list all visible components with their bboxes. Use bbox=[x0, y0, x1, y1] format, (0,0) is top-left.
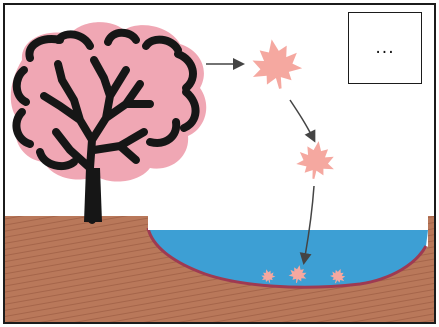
pond-surface bbox=[148, 216, 428, 230]
callout-box: ... bbox=[348, 12, 422, 84]
callout-text: ... bbox=[375, 40, 394, 57]
tree-trunk-base bbox=[84, 168, 102, 222]
